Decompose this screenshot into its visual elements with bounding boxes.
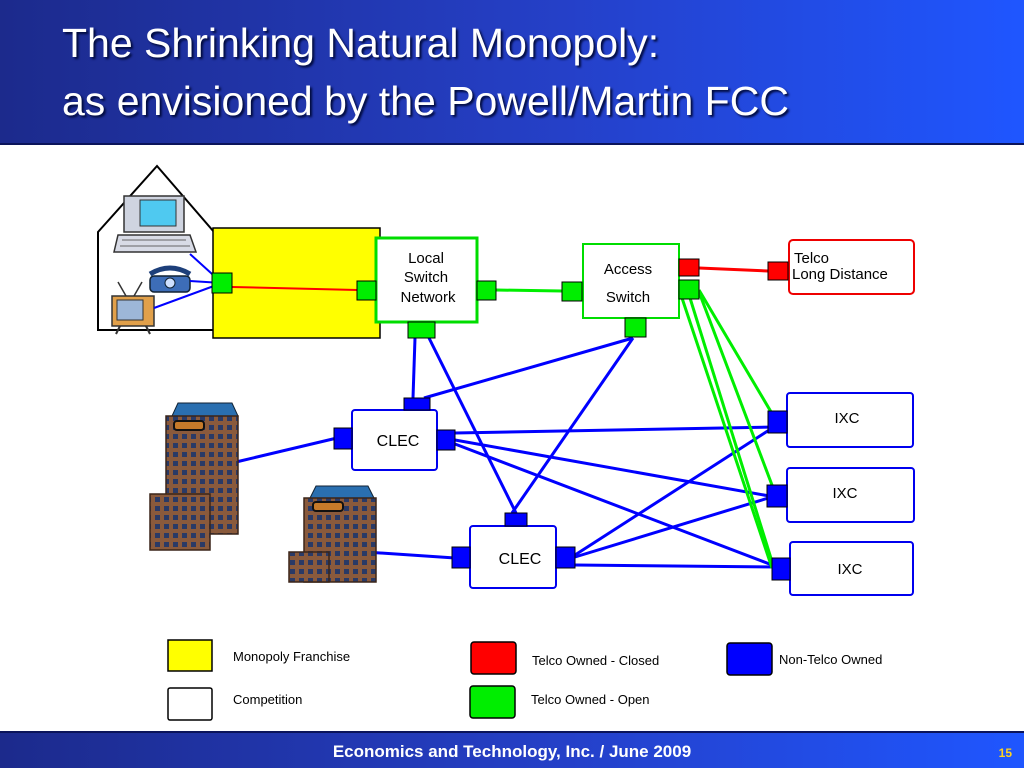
legend-swatch-monopoly xyxy=(167,639,213,672)
home-port xyxy=(211,272,233,294)
legend-label-non-telco: Non-Telco Owned xyxy=(779,652,882,667)
legend-swatch-non-telco xyxy=(726,642,773,676)
footer-bar: Economics and Technology, Inc. / June 20… xyxy=(0,731,1024,768)
office-building-icon-1 xyxy=(149,402,239,551)
clec-2-port-top xyxy=(504,512,528,527)
telco-open-links xyxy=(495,288,779,569)
telco-ld-port xyxy=(767,261,789,281)
access-switch-port-red xyxy=(678,258,700,277)
house-icon xyxy=(97,164,223,335)
ixc-node-1[interactable]: IXC xyxy=(786,392,914,448)
clec-1-port-top xyxy=(403,397,431,411)
local-switch-label-3: Network xyxy=(400,289,456,306)
legend-label-competition: Competition xyxy=(233,692,302,707)
clec-1-port-left xyxy=(333,427,353,450)
legend-swatch-telco-closed xyxy=(470,641,517,675)
ixc-1-label: IXC xyxy=(834,410,859,427)
access-switch-label-2: Switch xyxy=(606,289,650,306)
ixc-3-port xyxy=(771,557,791,581)
legend-label-telco-closed: Telco Owned - Closed xyxy=(532,653,659,668)
telco-closed-link xyxy=(698,266,769,273)
office-building-icon-2 xyxy=(288,485,377,583)
access-switch-label-1: Access xyxy=(604,261,652,278)
ixc-2-label: IXC xyxy=(832,485,857,502)
ixc-node-2[interactable]: IXC xyxy=(786,467,915,523)
telco-long-distance-node[interactable]: Telco Long Distance xyxy=(788,239,915,295)
ixc-node-3[interactable]: IXC xyxy=(789,541,914,596)
footer-text: Economics and Technology, Inc. / June 20… xyxy=(332,742,692,761)
access-switch-port-bottom xyxy=(624,317,647,338)
clec-1-label: CLEC xyxy=(377,433,420,450)
monopoly-franchise-area xyxy=(212,227,381,339)
legend-label-monopoly: Monopoly Franchise xyxy=(233,649,350,664)
legend-swatch-telco-open xyxy=(469,685,516,719)
telco-ld-label-2: Long Distance xyxy=(792,266,888,283)
telco-ld-label-1: Telco xyxy=(794,250,829,267)
non-telco-links xyxy=(235,336,781,570)
clec-1-port-right xyxy=(436,429,456,451)
television-icon xyxy=(111,281,155,335)
local-switch-network-node[interactable]: Local Switch Network xyxy=(374,236,479,324)
ixc-3-label: IXC xyxy=(837,561,862,578)
clec-2-port-right xyxy=(555,546,576,569)
slide-title-line-2: as envisioned by the Powell/Martin FCC xyxy=(62,78,789,124)
local-switch-label-1: Local xyxy=(408,250,444,267)
clec-node-1[interactable]: CLEC xyxy=(351,409,438,471)
access-switch-port-green xyxy=(678,279,700,300)
clec-node-2[interactable]: CLEC xyxy=(469,525,557,589)
clec-2-label: CLEC xyxy=(499,551,542,568)
local-switch-port-right xyxy=(476,280,497,301)
network-diagram: Local Switch Network Access Switch Telco… xyxy=(97,164,915,721)
page-number: 15 xyxy=(998,746,1012,760)
title-bar: The Shrinking Natural Monopoly: as envis… xyxy=(0,0,1024,145)
access-switch-node[interactable]: Access Switch xyxy=(582,243,680,319)
access-switch-port-left xyxy=(561,281,583,302)
legend: Monopoly Franchise Competition Telco Own… xyxy=(167,639,882,721)
local-loop-link xyxy=(231,286,358,291)
local-switch-port-left xyxy=(356,280,377,301)
ixc-2-port xyxy=(766,484,788,508)
computer-icon xyxy=(113,195,198,253)
telephone-icon xyxy=(148,265,192,293)
local-switch-label-2: Switch xyxy=(404,269,448,286)
clec-2-port-left xyxy=(451,546,471,569)
slide-title-line-1: The Shrinking Natural Monopoly: xyxy=(62,20,660,66)
legend-label-telco-open: Telco Owned - Open xyxy=(531,692,650,707)
ixc-1-port xyxy=(767,410,788,434)
legend-swatch-competition xyxy=(167,687,213,721)
local-switch-port-bottom xyxy=(407,321,436,339)
